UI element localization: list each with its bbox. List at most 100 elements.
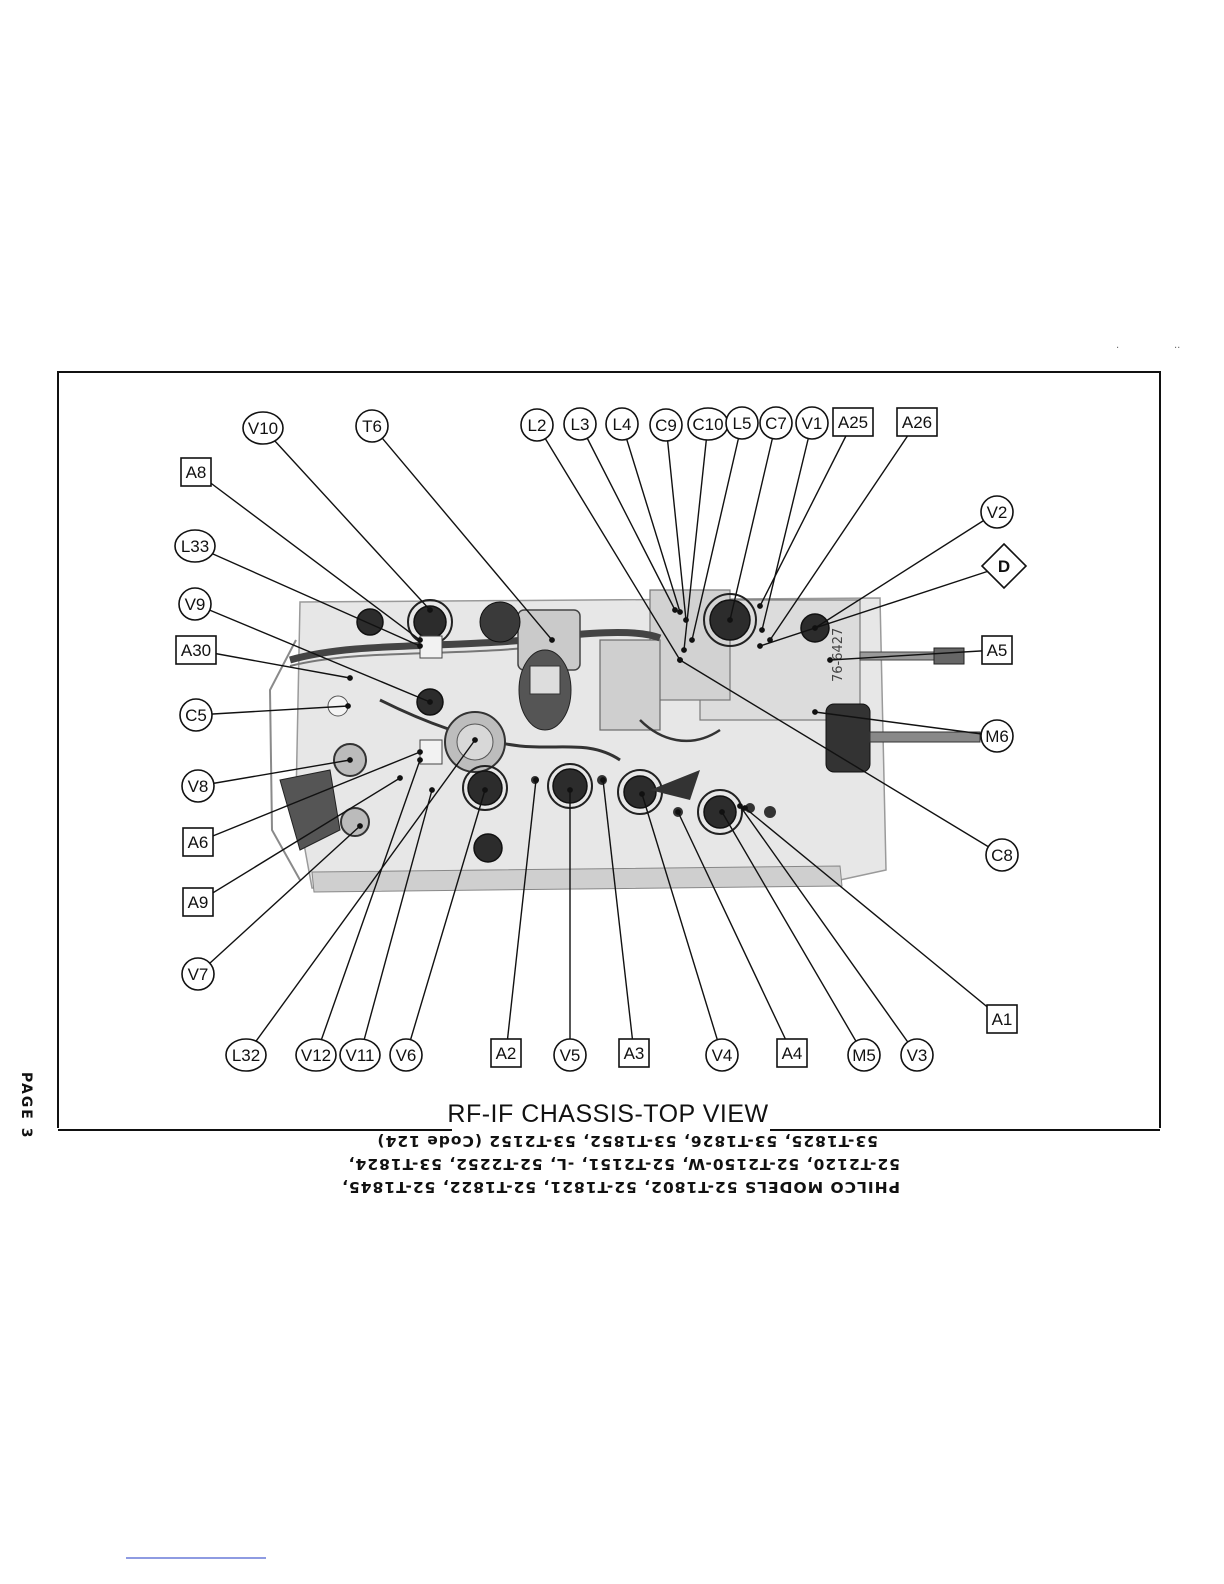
leader-line-t6 bbox=[371, 425, 553, 641]
callout-v1: V1 bbox=[795, 406, 829, 440]
callout-a3: A3 bbox=[618, 1038, 650, 1068]
callout-diamond-frame bbox=[980, 542, 1028, 590]
callout-text: A2 bbox=[496, 1044, 517, 1063]
callout-t6: T6 bbox=[355, 409, 389, 443]
callout-circle-frame bbox=[649, 408, 683, 442]
leader-line-v7 bbox=[197, 825, 361, 975]
leader-dot-a6 bbox=[417, 749, 423, 755]
leader-dot-v12 bbox=[417, 757, 423, 763]
leader-line-c9 bbox=[665, 424, 687, 621]
leader-dot-l5 bbox=[689, 637, 695, 643]
leader-dot-a2 bbox=[533, 777, 539, 783]
leader-dot-v7 bbox=[357, 823, 363, 829]
callout-text: V8 bbox=[188, 777, 209, 796]
leader-dot-a25 bbox=[757, 603, 763, 609]
callout-circle-frame bbox=[563, 407, 597, 441]
callout-l33: L33 bbox=[174, 529, 216, 563]
callout-box-frame bbox=[776, 1038, 808, 1068]
callout-l2: L2 bbox=[520, 408, 554, 442]
leader-dot-a4 bbox=[675, 809, 681, 815]
scan-mark: ·· bbox=[1174, 343, 1180, 354]
callout-text: T6 bbox=[362, 417, 382, 436]
leader-line-d bbox=[759, 565, 1005, 647]
callout-circle-frame bbox=[900, 1038, 934, 1072]
callout-text: A25 bbox=[838, 413, 868, 432]
leader-lines bbox=[194, 421, 1005, 1056]
callout-c8: C8 bbox=[985, 838, 1019, 872]
callout-a30: A30 bbox=[175, 635, 217, 665]
callout-circle-frame bbox=[174, 529, 216, 563]
page-label: PAGE 3 bbox=[18, 1072, 34, 1139]
leader-dot-m6 bbox=[812, 709, 818, 715]
callout-c9: C9 bbox=[649, 408, 683, 442]
leader-dot-l32 bbox=[472, 737, 478, 743]
callout-box-frame bbox=[182, 887, 214, 917]
leader-line-m5 bbox=[721, 811, 865, 1056]
leader-dot-v5 bbox=[567, 787, 573, 793]
callout-box-frame bbox=[175, 635, 217, 665]
callout-circle-frame bbox=[795, 406, 829, 440]
leader-dot-v4 bbox=[639, 791, 645, 797]
callout-text: A8 bbox=[186, 463, 207, 482]
callout-c5: C5 bbox=[179, 698, 213, 732]
leader-line-a1 bbox=[744, 807, 1003, 1020]
leader-dot-a5 bbox=[827, 657, 833, 663]
callout-text: V2 bbox=[987, 503, 1008, 522]
leader-dot-c7 bbox=[727, 617, 733, 623]
callout-text: C8 bbox=[991, 846, 1013, 865]
callout-box-frame bbox=[896, 407, 938, 437]
leader-dot-a8 bbox=[417, 637, 423, 643]
callout-circle-frame bbox=[295, 1038, 337, 1072]
callout-box-frame bbox=[180, 457, 212, 487]
leader-dot-v6 bbox=[482, 787, 488, 793]
leader-line-c10 bbox=[683, 423, 709, 651]
leader-dot-t6 bbox=[549, 637, 555, 643]
callout-l32: L32 bbox=[225, 1038, 267, 1072]
callout-text: V3 bbox=[907, 1046, 928, 1065]
leader-line-l4 bbox=[621, 423, 681, 613]
leader-line-l5 bbox=[691, 422, 743, 641]
callout-box-frame bbox=[832, 407, 874, 437]
callout-circle-frame bbox=[553, 1038, 587, 1072]
callout-text: V9 bbox=[185, 595, 206, 614]
leader-line-v4 bbox=[641, 793, 723, 1056]
callout-a1: A1 bbox=[986, 1004, 1018, 1034]
callout-circle-frame bbox=[725, 406, 759, 440]
callout-v11: V11 bbox=[339, 1038, 381, 1072]
callout-circle-frame bbox=[339, 1038, 381, 1072]
callout-m5: M5 bbox=[847, 1038, 881, 1072]
callout-d: D bbox=[980, 542, 1028, 590]
callout-text: A1 bbox=[992, 1010, 1013, 1029]
callout-text: C7 bbox=[765, 414, 787, 433]
callout-text: A5 bbox=[987, 641, 1008, 660]
leader-dot-l3 bbox=[672, 607, 678, 613]
leader-dot-v8 bbox=[347, 757, 353, 763]
leader-line-a4 bbox=[677, 811, 793, 1054]
callout-text: A26 bbox=[902, 413, 932, 432]
callout-circle-frame bbox=[225, 1038, 267, 1072]
leader-dot-c5 bbox=[345, 703, 351, 709]
leader-dot-v9 bbox=[427, 699, 433, 705]
callout-box-frame bbox=[490, 1038, 522, 1068]
figure-frame bbox=[57, 371, 1161, 1128]
leader-line-c7 bbox=[729, 422, 777, 621]
leader-line-a25 bbox=[759, 421, 854, 607]
callout-text: L33 bbox=[181, 537, 209, 556]
leader-line-v1 bbox=[761, 422, 813, 631]
callout-circle-frame bbox=[242, 411, 284, 445]
leader-line-a5 bbox=[829, 649, 998, 661]
callout-box-frame bbox=[182, 827, 214, 857]
callout-text: V5 bbox=[560, 1046, 581, 1065]
callout-text: A6 bbox=[188, 833, 209, 852]
leader-line-a9 bbox=[197, 777, 401, 903]
callout-text: M6 bbox=[985, 727, 1009, 746]
callout-circle-frame bbox=[759, 406, 793, 440]
leader-dot-l4 bbox=[677, 609, 683, 615]
callout-circle-frame bbox=[181, 957, 215, 991]
callout-text: A3 bbox=[624, 1044, 645, 1063]
leader-line-m6 bbox=[814, 711, 998, 737]
callout-a6: A6 bbox=[182, 827, 214, 857]
callout-c7: C7 bbox=[759, 406, 793, 440]
leader-line-v11 bbox=[359, 789, 433, 1056]
